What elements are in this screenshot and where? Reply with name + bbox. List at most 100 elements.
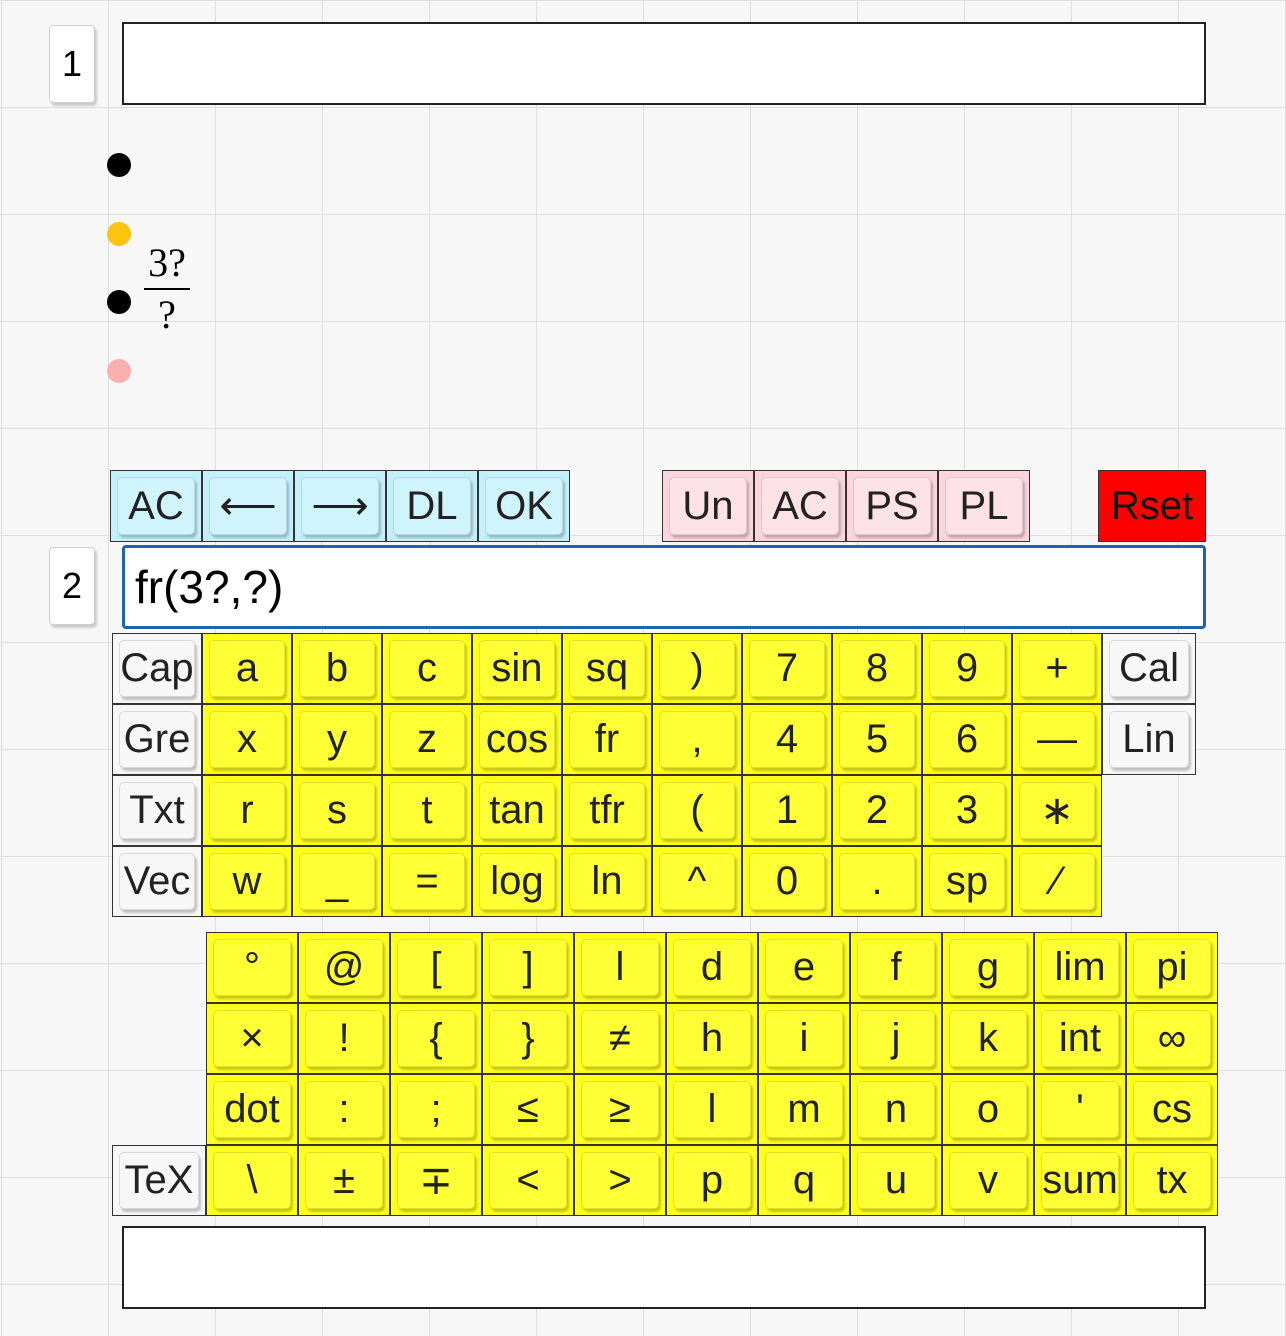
- key-txt-r2c0[interactable]: Txt: [112, 775, 202, 846]
- key-l-r2c6[interactable]: l: [666, 1074, 758, 1145]
- key-s-r2c2[interactable]: s: [292, 775, 382, 846]
- key-d-r0c6[interactable]: d: [666, 932, 758, 1003]
- key-sin-r0c4[interactable]: sin: [472, 633, 562, 704]
- key-close-paren-r0c6[interactable]: ): [652, 633, 742, 704]
- key-less-equal-r2c4[interactable]: ≤: [482, 1074, 574, 1145]
- key-cal-r0c11[interactable]: Cal: [1102, 633, 1196, 704]
- key-b-r0c2[interactable]: b: [292, 633, 382, 704]
- key-x-r1c1[interactable]: x: [202, 704, 292, 775]
- key-lim-r0c10[interactable]: lim: [1034, 932, 1126, 1003]
- pl-key[interactable]: PL: [938, 470, 1030, 542]
- key-close-brace-r1c4[interactable]: }: [482, 1003, 574, 1074]
- key-2-r2c8[interactable]: 2: [832, 775, 922, 846]
- key-caret-r3c6[interactable]: ^: [652, 846, 742, 917]
- key-k-r1c9[interactable]: k: [942, 1003, 1034, 1074]
- key-g-r0c9[interactable]: g: [942, 932, 1034, 1003]
- key-6-r1c9[interactable]: 6: [922, 704, 1012, 775]
- key-equals-r3c3[interactable]: =: [382, 846, 472, 917]
- key-v-r3c9[interactable]: v: [942, 1145, 1034, 1216]
- key-at-r0c2[interactable]: @: [298, 932, 390, 1003]
- right-arrow-key[interactable]: ⟶: [294, 470, 386, 542]
- key-u-r3c8[interactable]: u: [850, 1145, 942, 1216]
- key-tx-r3c11[interactable]: tx: [1126, 1145, 1218, 1216]
- key-underscore-r3c2[interactable]: _: [292, 846, 382, 917]
- bottom-input[interactable]: [122, 1226, 1206, 1309]
- key-4-r1c7[interactable]: 4: [742, 704, 832, 775]
- key-cs-r2c11[interactable]: cs: [1126, 1074, 1218, 1145]
- key-tan-r2c4[interactable]: tan: [472, 775, 562, 846]
- key-tfr-r2c5[interactable]: tfr: [562, 775, 652, 846]
- key-degree-r0c1[interactable]: °: [206, 932, 298, 1003]
- key-times-r2c10[interactable]: ∗: [1012, 775, 1102, 846]
- key-prime-r2c10[interactable]: ': [1034, 1074, 1126, 1145]
- key-minus-r1c10[interactable]: —: [1012, 704, 1102, 775]
- key-t-r2c3[interactable]: t: [382, 775, 472, 846]
- key-int-r1c10[interactable]: int: [1034, 1003, 1126, 1074]
- key-z-r1c3[interactable]: z: [382, 704, 472, 775]
- un-key[interactable]: Un: [662, 470, 754, 542]
- key-open-bracket-r0c3[interactable]: [: [390, 932, 482, 1003]
- key-lin-r1c11[interactable]: Lin: [1102, 704, 1196, 775]
- key-n-r2c8[interactable]: n: [850, 1074, 942, 1145]
- ac-key[interactable]: AC: [110, 470, 202, 542]
- row-number-1[interactable]: 1: [49, 25, 95, 103]
- key-divide-r3c10[interactable]: ∕: [1012, 846, 1102, 917]
- key-ln-r3c5[interactable]: ln: [562, 846, 652, 917]
- key-log-r3c4[interactable]: log: [472, 846, 562, 917]
- key-greater-than-r3c5[interactable]: >: [574, 1145, 666, 1216]
- key-vec-r3c0[interactable]: Vec: [112, 846, 202, 917]
- key-cap-r0c0[interactable]: Cap: [112, 633, 202, 704]
- key-5-r1c8[interactable]: 5: [832, 704, 922, 775]
- row-1-input[interactable]: [122, 22, 1206, 105]
- row-number-2[interactable]: 2: [49, 547, 95, 625]
- key-a-r0c1[interactable]: a: [202, 633, 292, 704]
- key-cos-r1c4[interactable]: cos: [472, 704, 562, 775]
- row-2-input[interactable]: fr(3?,?): [122, 545, 1206, 629]
- key-o-r2c9[interactable]: o: [942, 1074, 1034, 1145]
- key-factorial-r1c2[interactable]: !: [298, 1003, 390, 1074]
- ok-key[interactable]: OK: [478, 470, 570, 542]
- key-not-equal-r1c5[interactable]: ≠: [574, 1003, 666, 1074]
- key-fr-r1c5[interactable]: fr: [562, 704, 652, 775]
- key-h-r1c6[interactable]: h: [666, 1003, 758, 1074]
- key-greater-equal-r2c5[interactable]: ≥: [574, 1074, 666, 1145]
- key-open-brace-r1c3[interactable]: {: [390, 1003, 482, 1074]
- key-8-r0c8[interactable]: 8: [832, 633, 922, 704]
- key-e-r0c7[interactable]: e: [758, 932, 850, 1003]
- key-r-r2c1[interactable]: r: [202, 775, 292, 846]
- ps-key[interactable]: PS: [846, 470, 938, 542]
- key-colon-r2c2[interactable]: :: [298, 1074, 390, 1145]
- left-arrow-key[interactable]: ⟵: [202, 470, 294, 542]
- key-multiply-r1c1[interactable]: ×: [206, 1003, 298, 1074]
- reset-key[interactable]: Rset: [1098, 470, 1206, 542]
- key-period-r3c8[interactable]: .: [832, 846, 922, 917]
- key-j-r1c8[interactable]: j: [850, 1003, 942, 1074]
- ac-mode-key[interactable]: AC: [754, 470, 846, 542]
- key-open-paren-r2c6[interactable]: (: [652, 775, 742, 846]
- key-0-r3c7[interactable]: 0: [742, 846, 832, 917]
- key-minus-plus-r3c3[interactable]: ∓: [390, 1145, 482, 1216]
- key-c-r0c3[interactable]: c: [382, 633, 472, 704]
- key-y-r1c2[interactable]: y: [292, 704, 382, 775]
- dl-key[interactable]: DL: [386, 470, 478, 542]
- key-dot-r2c1[interactable]: dot: [206, 1074, 298, 1145]
- key-7-r0c7[interactable]: 7: [742, 633, 832, 704]
- key-m-r2c7[interactable]: m: [758, 1074, 850, 1145]
- key-pi-r0c11[interactable]: pi: [1126, 932, 1218, 1003]
- key-close-bracket-r0c4[interactable]: ]: [482, 932, 574, 1003]
- key-sp-r3c9[interactable]: sp: [922, 846, 1012, 917]
- key-plus-minus-r3c2[interactable]: ±: [298, 1145, 390, 1216]
- key-1-r2c7[interactable]: 1: [742, 775, 832, 846]
- key-gre-r1c0[interactable]: Gre: [112, 704, 202, 775]
- key-3-r2c9[interactable]: 3: [922, 775, 1012, 846]
- key-i-r1c7[interactable]: i: [758, 1003, 850, 1074]
- key-sq-r0c5[interactable]: sq: [562, 633, 652, 704]
- key-9-r0c9[interactable]: 9: [922, 633, 1012, 704]
- key-plus-r0c10[interactable]: +: [1012, 633, 1102, 704]
- key-p-r3c6[interactable]: p: [666, 1145, 758, 1216]
- key-backslash-r3c1[interactable]: \: [206, 1145, 298, 1216]
- key-f-r0c8[interactable]: f: [850, 932, 942, 1003]
- key-l-r0c5[interactable]: l: [574, 932, 666, 1003]
- key-sum-r3c10[interactable]: sum: [1034, 1145, 1126, 1216]
- key-semicolon-r2c3[interactable]: ;: [390, 1074, 482, 1145]
